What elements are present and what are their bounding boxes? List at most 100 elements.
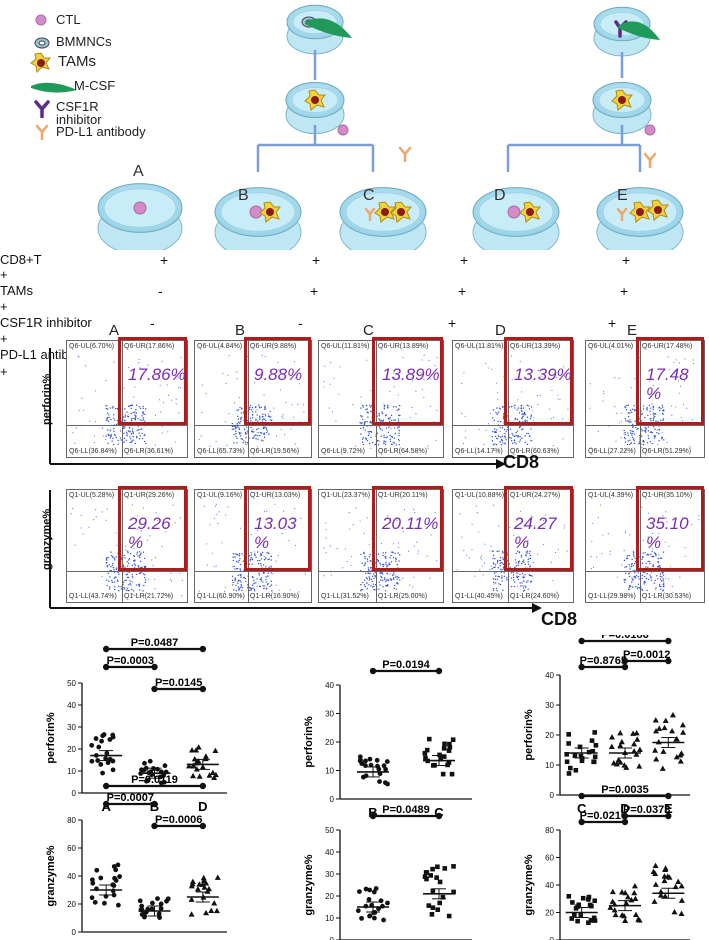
condition-sign: + bbox=[448, 315, 457, 331]
bracket-end bbox=[102, 645, 110, 653]
flow-panel: Q1-UL(4.39%)Q1-UR(35.10%)Q1-LL(29.98%)Q1… bbox=[585, 486, 705, 603]
quadrant-ur-label: Q6-UR(13.39%) bbox=[510, 343, 561, 350]
data-point bbox=[186, 762, 193, 769]
data-point bbox=[655, 738, 662, 745]
data-point bbox=[567, 765, 573, 771]
data-point bbox=[566, 741, 571, 746]
quadrant-ur-label: Q6-UR(17.86%) bbox=[124, 343, 175, 350]
flow-dots bbox=[590, 504, 700, 594]
petri-dish bbox=[214, 187, 302, 250]
quadrant-lr-label: Q6-LR(19.56%) bbox=[250, 448, 300, 455]
data-point bbox=[372, 915, 377, 921]
data-point bbox=[564, 752, 569, 757]
data-point bbox=[449, 771, 455, 777]
data-point bbox=[371, 910, 377, 915]
p-value-label: P=0.0119 bbox=[131, 774, 178, 786]
p-value-label: P=0.0194 bbox=[382, 659, 430, 671]
y-tick-label: 40 bbox=[67, 872, 76, 881]
gate-percentage: 13.03 % bbox=[254, 514, 297, 552]
y-tick-label: 0 bbox=[550, 936, 555, 940]
csf1r-inhibitor-icon bbox=[34, 100, 50, 118]
data-point bbox=[662, 865, 669, 871]
data-point bbox=[631, 740, 638, 747]
data-point bbox=[621, 912, 628, 919]
data-point bbox=[208, 907, 215, 914]
y-tick-label: 50 bbox=[67, 679, 76, 688]
legend-label: PD-L1 antibody bbox=[56, 124, 146, 139]
data-point bbox=[211, 774, 218, 781]
data-point bbox=[200, 874, 207, 881]
data-point bbox=[385, 900, 390, 906]
legend-label: CSF1R inhibitor bbox=[56, 99, 102, 127]
data-point bbox=[158, 906, 164, 911]
data-point bbox=[111, 892, 117, 898]
data-point bbox=[110, 767, 116, 773]
data-point bbox=[367, 756, 373, 762]
scatter-charts: 01020304050perforin%ABDP=0.0487P=0.0003P… bbox=[45, 635, 690, 940]
y-tick-label: 0 bbox=[72, 928, 77, 937]
bracket-end bbox=[369, 667, 377, 675]
quadrant-ll-label: Q1-LL(31.52%) bbox=[321, 593, 369, 600]
data-point bbox=[194, 885, 201, 892]
y-tick-label: 60 bbox=[545, 854, 554, 863]
data-point bbox=[95, 758, 101, 763]
petri-dish bbox=[97, 183, 183, 250]
data-point bbox=[193, 766, 200, 772]
y-tick-label: 40 bbox=[325, 848, 334, 857]
data-point bbox=[428, 873, 433, 878]
data-point bbox=[430, 866, 435, 872]
data-point bbox=[608, 743, 615, 750]
data-point bbox=[680, 729, 687, 735]
flow-axis-arrows bbox=[49, 348, 542, 613]
quadrant-ur-label: Q6-UR(17.48%) bbox=[642, 343, 693, 350]
data-point bbox=[566, 771, 572, 776]
data-point bbox=[631, 889, 638, 896]
data-point bbox=[592, 754, 598, 760]
data-point bbox=[589, 738, 595, 743]
x-tick-label: D bbox=[198, 938, 207, 940]
gate-percentage: 20.11% bbox=[382, 514, 439, 533]
data-point bbox=[661, 724, 668, 731]
data-point bbox=[189, 878, 196, 884]
gate-box bbox=[636, 337, 704, 425]
dish-letter-b: B bbox=[238, 187, 249, 204]
data-point bbox=[591, 915, 597, 921]
data-point bbox=[367, 913, 373, 919]
legend-label: BMMNCs bbox=[56, 34, 112, 49]
data-point bbox=[572, 912, 577, 918]
bracket-end bbox=[102, 782, 110, 790]
data-point bbox=[451, 889, 456, 895]
data-point bbox=[375, 763, 380, 769]
y-axis-label: perforin% bbox=[45, 712, 57, 764]
y-tick-label: 80 bbox=[67, 816, 76, 825]
data-point bbox=[653, 728, 660, 734]
bracket-end bbox=[369, 812, 377, 820]
data-point bbox=[424, 876, 429, 882]
condition-sign: + bbox=[458, 283, 467, 299]
mcsf-pipette-icon bbox=[618, 21, 660, 40]
y-tick-label: 20 bbox=[545, 731, 554, 740]
y-tick-label: 30 bbox=[325, 710, 334, 719]
quadrant-ll-label: Q1-LL(60.90%) bbox=[197, 593, 245, 600]
dish-letter-c: C bbox=[363, 187, 375, 204]
p-value-label: P=0.0003 bbox=[107, 655, 154, 667]
data-point bbox=[617, 759, 624, 765]
flow-dots bbox=[461, 355, 569, 451]
flow-panel: Q6-UL(6.70%)Q6-UR(17.86%)Q6-LL(36.84%)Q6… bbox=[66, 337, 188, 458]
data-point bbox=[201, 884, 208, 890]
quadrant-ul-label: Q1-UL(23.37%) bbox=[321, 492, 371, 499]
data-point bbox=[441, 746, 447, 751]
data-point bbox=[139, 903, 145, 909]
x-tick-label: D bbox=[198, 799, 207, 814]
data-point bbox=[673, 754, 680, 760]
gate-box bbox=[244, 337, 311, 425]
data-point bbox=[591, 759, 597, 765]
y-tick-label: 10 bbox=[325, 914, 334, 923]
data-point bbox=[424, 870, 430, 875]
condition-sign: + bbox=[608, 315, 617, 331]
data-point bbox=[652, 717, 659, 723]
p-value-label: P=0.0216 bbox=[580, 810, 627, 822]
quadrant-ll-label: Q1-LL(40.45%) bbox=[455, 593, 503, 600]
data-point bbox=[155, 766, 160, 772]
